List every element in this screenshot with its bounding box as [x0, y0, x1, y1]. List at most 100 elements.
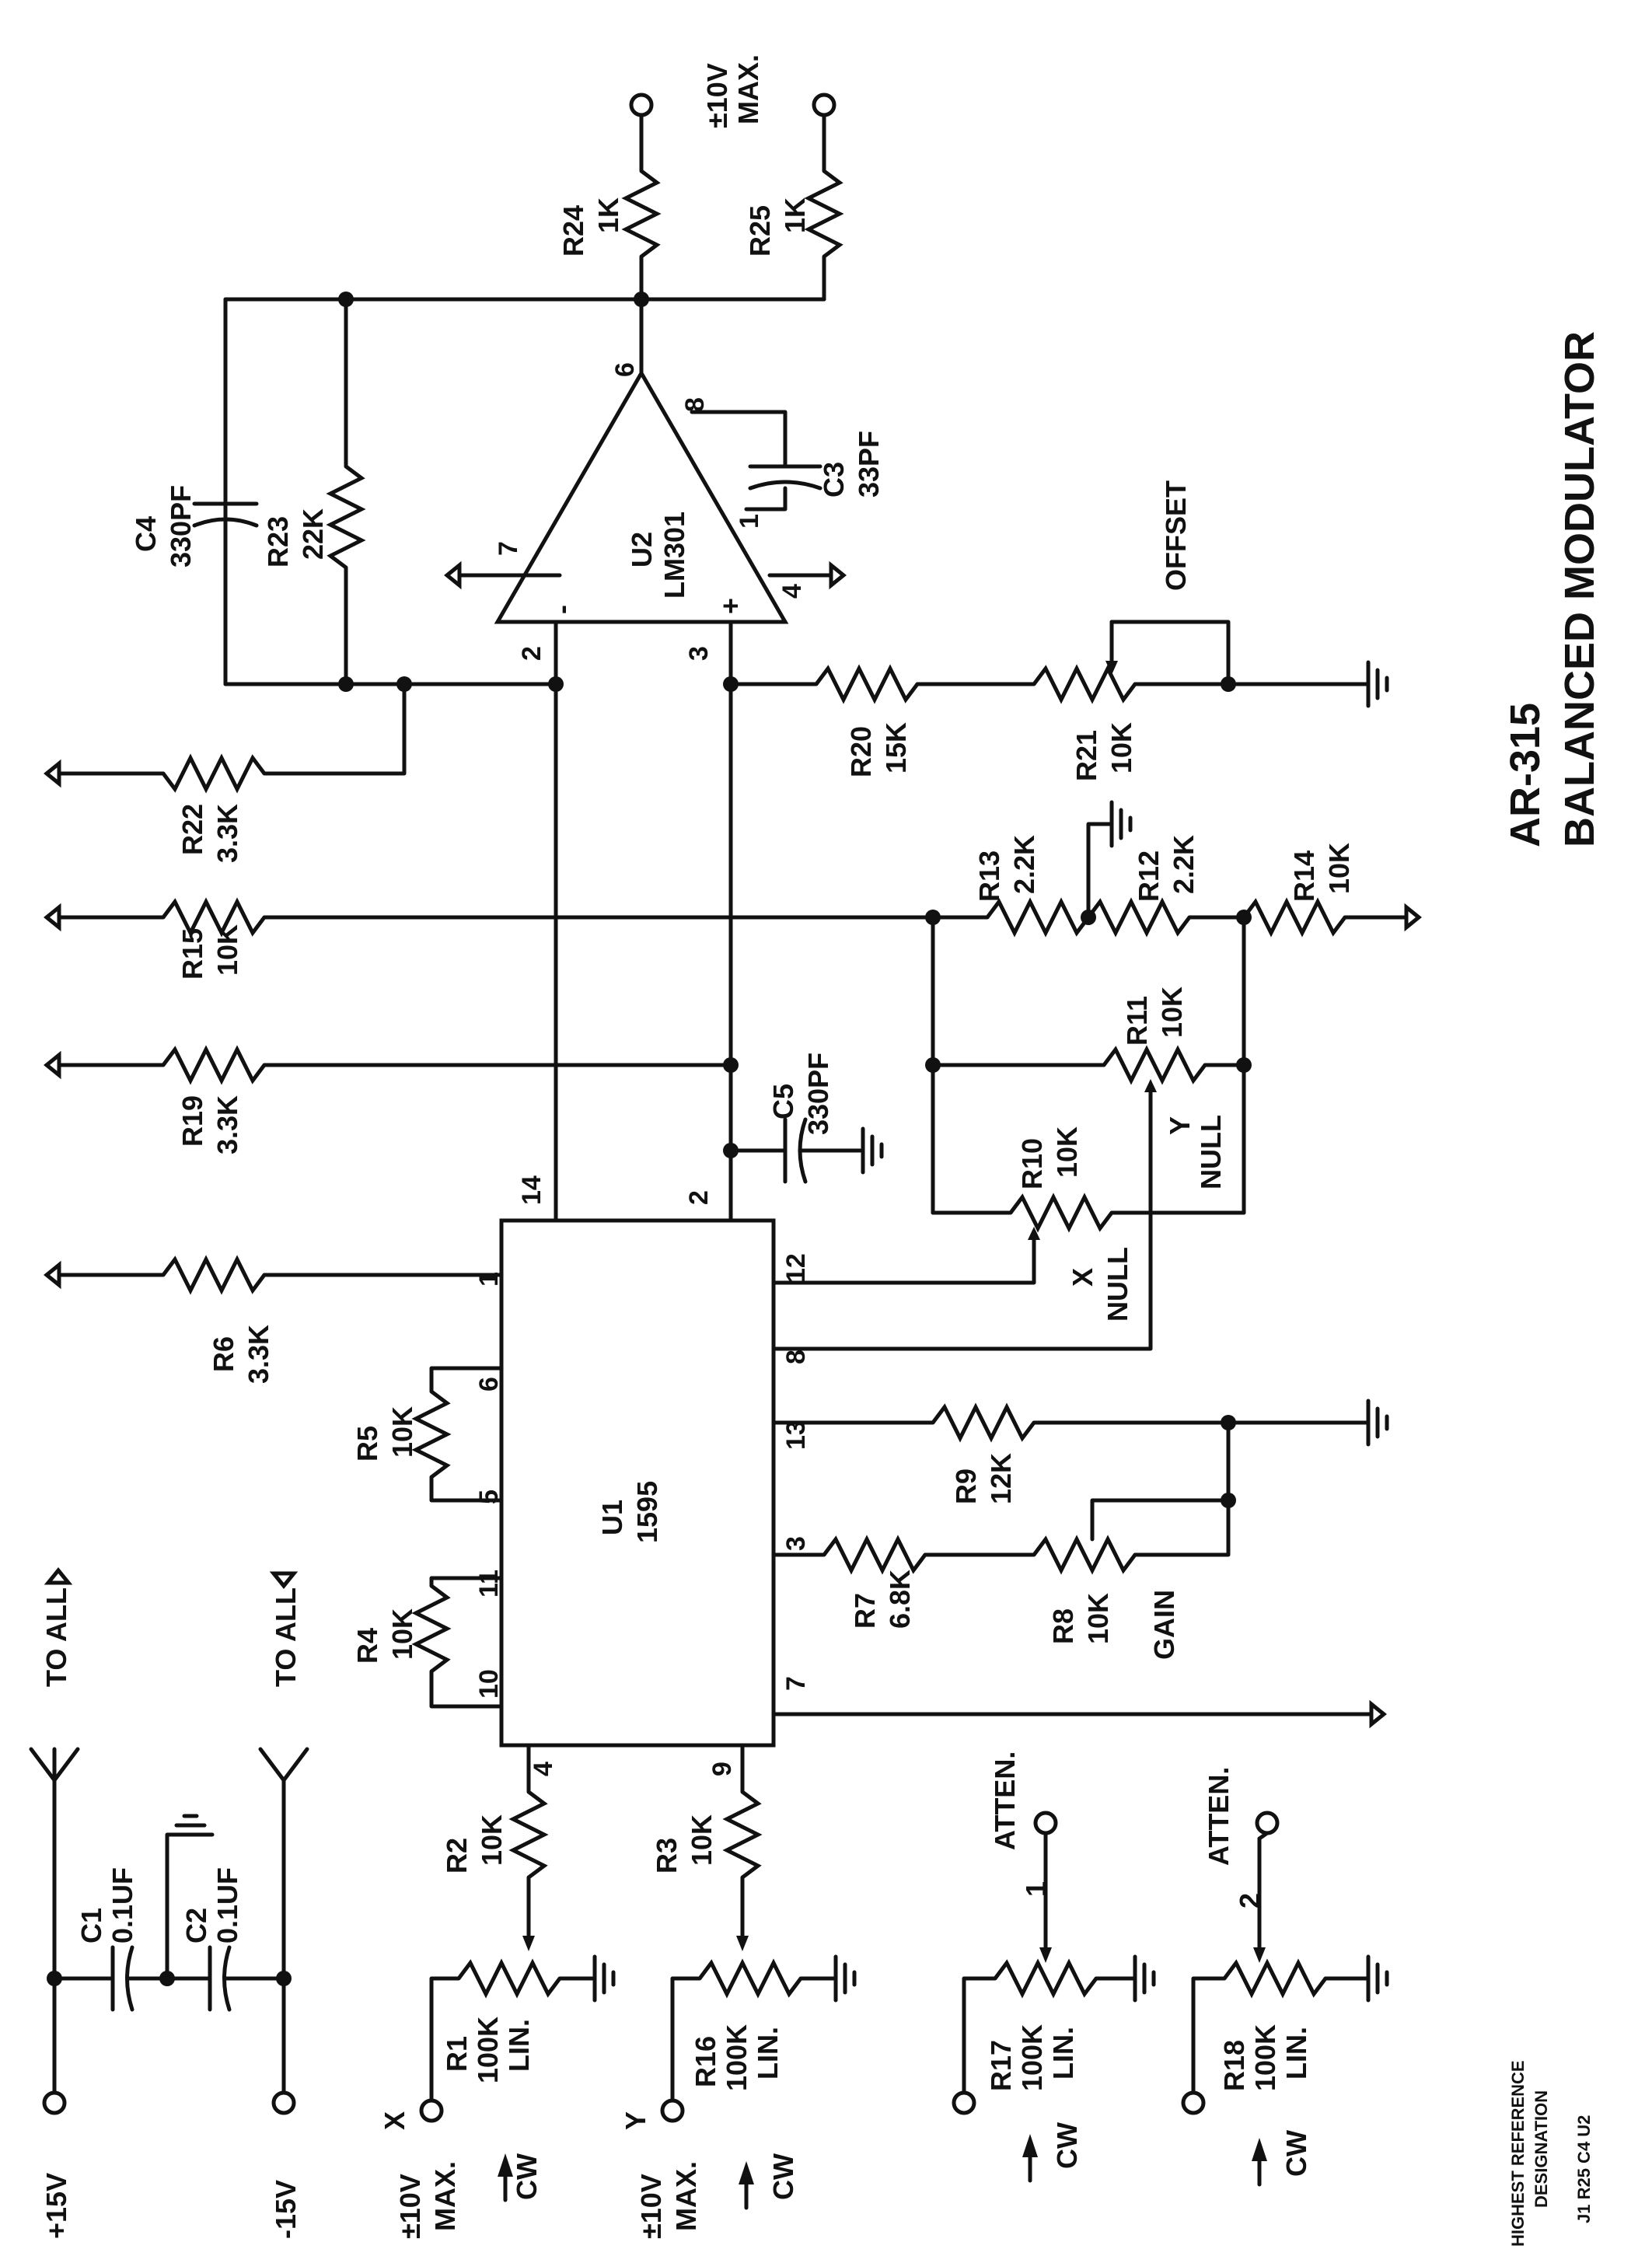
- r9-value: 12K: [985, 1453, 1017, 1504]
- r8-value: 10K: [1082, 1593, 1114, 1644]
- r21-value: 10K: [1105, 722, 1137, 774]
- u2-pin-2: 2: [517, 646, 547, 661]
- u2-minus-sign: -: [546, 605, 578, 614]
- neg-15v-terminal[interactable]: [271, 2090, 296, 2115]
- ground-r1: [595, 1957, 613, 2000]
- r10-label-1: X: [1067, 1268, 1098, 1287]
- u1-pin-11: 11: [474, 1570, 504, 1598]
- neg-to-all-label: TO ALL: [270, 1587, 302, 1687]
- c1-ref: C1: [75, 1908, 107, 1943]
- u2-pin-8: 8: [680, 397, 710, 412]
- r6-value: 3.3K: [243, 1325, 274, 1384]
- r25-resistor: [804, 169, 844, 258]
- u1-pin-3: 3: [781, 1536, 811, 1551]
- atten2-line1: ATTEN.: [1203, 1767, 1235, 1866]
- pos-15v-label: +15V: [40, 2173, 72, 2239]
- c4-ref: C4: [130, 516, 162, 552]
- r8-potentiometer: [1032, 1535, 1137, 1575]
- r19-supply-arrow: [47, 1055, 59, 1075]
- r23-ref: R23: [262, 516, 294, 567]
- r3-ref: R3: [651, 1838, 683, 1874]
- r6-resistor: [162, 1255, 266, 1295]
- r23-value: 22K: [297, 508, 329, 560]
- r18-potentiometer: [1223, 1958, 1327, 1999]
- r17-terminal[interactable]: [952, 2090, 976, 2115]
- r18-value: 100K: [1249, 2024, 1281, 2091]
- r15-ref: R15: [176, 928, 208, 980]
- r3-value: 10K: [686, 1814, 718, 1866]
- x-input-range: ±10V: [394, 2174, 426, 2239]
- title-model: AR-315: [1502, 703, 1549, 847]
- ground-r16: [836, 1957, 854, 2000]
- r21-label: OFFSET: [1160, 480, 1192, 591]
- r22-ref: R22: [176, 804, 208, 855]
- u1-pin-12: 12: [781, 1253, 811, 1283]
- r10-value: 10K: [1051, 1126, 1083, 1178]
- c3-value: 33PF: [853, 431, 885, 498]
- c4-value: 330PF: [165, 485, 197, 567]
- r18-terminal[interactable]: [1181, 2090, 1206, 2115]
- pin7-supply-arrow: [1371, 1704, 1384, 1724]
- c1-value: 0.1UF: [107, 1867, 138, 1943]
- r5-resistor: [411, 1390, 452, 1479]
- neg-to-all-arrow: [274, 1573, 294, 1586]
- u2-op-amp-symbol: [494, 369, 789, 624]
- ground-r17: [1135, 1957, 1154, 2000]
- u1-1595-section: U1 1595 14 2 1 6 5 11 10 12 8 13 3 7 4 9…: [47, 1079, 1387, 1951]
- c2-ref: C2: [180, 1908, 212, 1943]
- u1-pin-10: 10: [474, 1669, 504, 1699]
- atten2-terminal[interactable]: [1255, 1811, 1280, 1835]
- r7-ref: R7: [849, 1593, 881, 1629]
- r16-cw: CW: [767, 2153, 799, 2200]
- r19-ref: R19: [176, 1095, 208, 1147]
- pos-15v-terminal[interactable]: [42, 2090, 67, 2115]
- x-input-label: X: [379, 2111, 410, 2130]
- r11-potentiometer: [1102, 1045, 1207, 1085]
- r13-value: 2.2K: [1008, 835, 1040, 894]
- c2-value: 0.1UF: [211, 1867, 243, 1943]
- output-terminal-r25[interactable]: [812, 93, 836, 117]
- u2-ref: U2: [626, 532, 658, 567]
- r25-value: 1K: [779, 197, 811, 233]
- u1-pin-8: 8: [781, 1350, 811, 1364]
- pos-to-all-label: TO ALL: [40, 1587, 72, 1687]
- atten1-terminal[interactable]: [1033, 1811, 1058, 1835]
- r7-resistor: [823, 1535, 927, 1575]
- r19-resistor: [162, 1045, 266, 1085]
- r9-ref: R9: [950, 1468, 982, 1504]
- r25-ref: R25: [744, 205, 776, 257]
- r16-ref: R16: [690, 2036, 721, 2087]
- u1-ref: U1: [596, 1500, 628, 1535]
- r2-ref: R2: [441, 1838, 473, 1874]
- y-input-terminal[interactable]: [660, 2098, 685, 2123]
- r4-value: 10K: [386, 1608, 418, 1660]
- u1-pin-7: 7: [781, 1676, 811, 1691]
- ground-c5: [863, 1129, 882, 1172]
- c3-ref: C3: [818, 462, 850, 498]
- ground-r18: [1368, 1957, 1387, 2000]
- r11-label-1: Y: [1164, 1116, 1196, 1135]
- r23-resistor: [326, 465, 366, 569]
- r22-resistor: [162, 753, 266, 794]
- y-input-label: Y: [620, 2111, 651, 2130]
- y-input-max: MAX.: [670, 2161, 702, 2231]
- r24-ref: R24: [557, 205, 589, 257]
- r6-supply-arrow: [47, 1265, 59, 1285]
- r8-label: GAIN: [1148, 1590, 1180, 1660]
- r15-value: 10K: [211, 924, 243, 976]
- r1-potentiometer: [457, 1958, 561, 1999]
- r8-ref: R8: [1047, 1608, 1079, 1644]
- x-input-terminal[interactable]: [419, 2098, 444, 2123]
- r21-potentiometer: [1032, 664, 1137, 704]
- output-terminal-r24[interactable]: [629, 93, 654, 117]
- r12-resistor: [1087, 897, 1191, 938]
- r16-value: 100K: [721, 2024, 753, 2091]
- r11-label-2: NULL: [1195, 1115, 1227, 1189]
- r4-resistor: [411, 1584, 452, 1673]
- atten2-line2: 2: [1234, 1893, 1266, 1909]
- u2-pin-1: 1: [735, 514, 764, 529]
- r14-ref: R14: [1288, 850, 1320, 902]
- r17-potentiometer: [994, 1958, 1098, 1999]
- r14-supply-arrow: [1406, 907, 1419, 927]
- ground-r21: [1368, 662, 1387, 706]
